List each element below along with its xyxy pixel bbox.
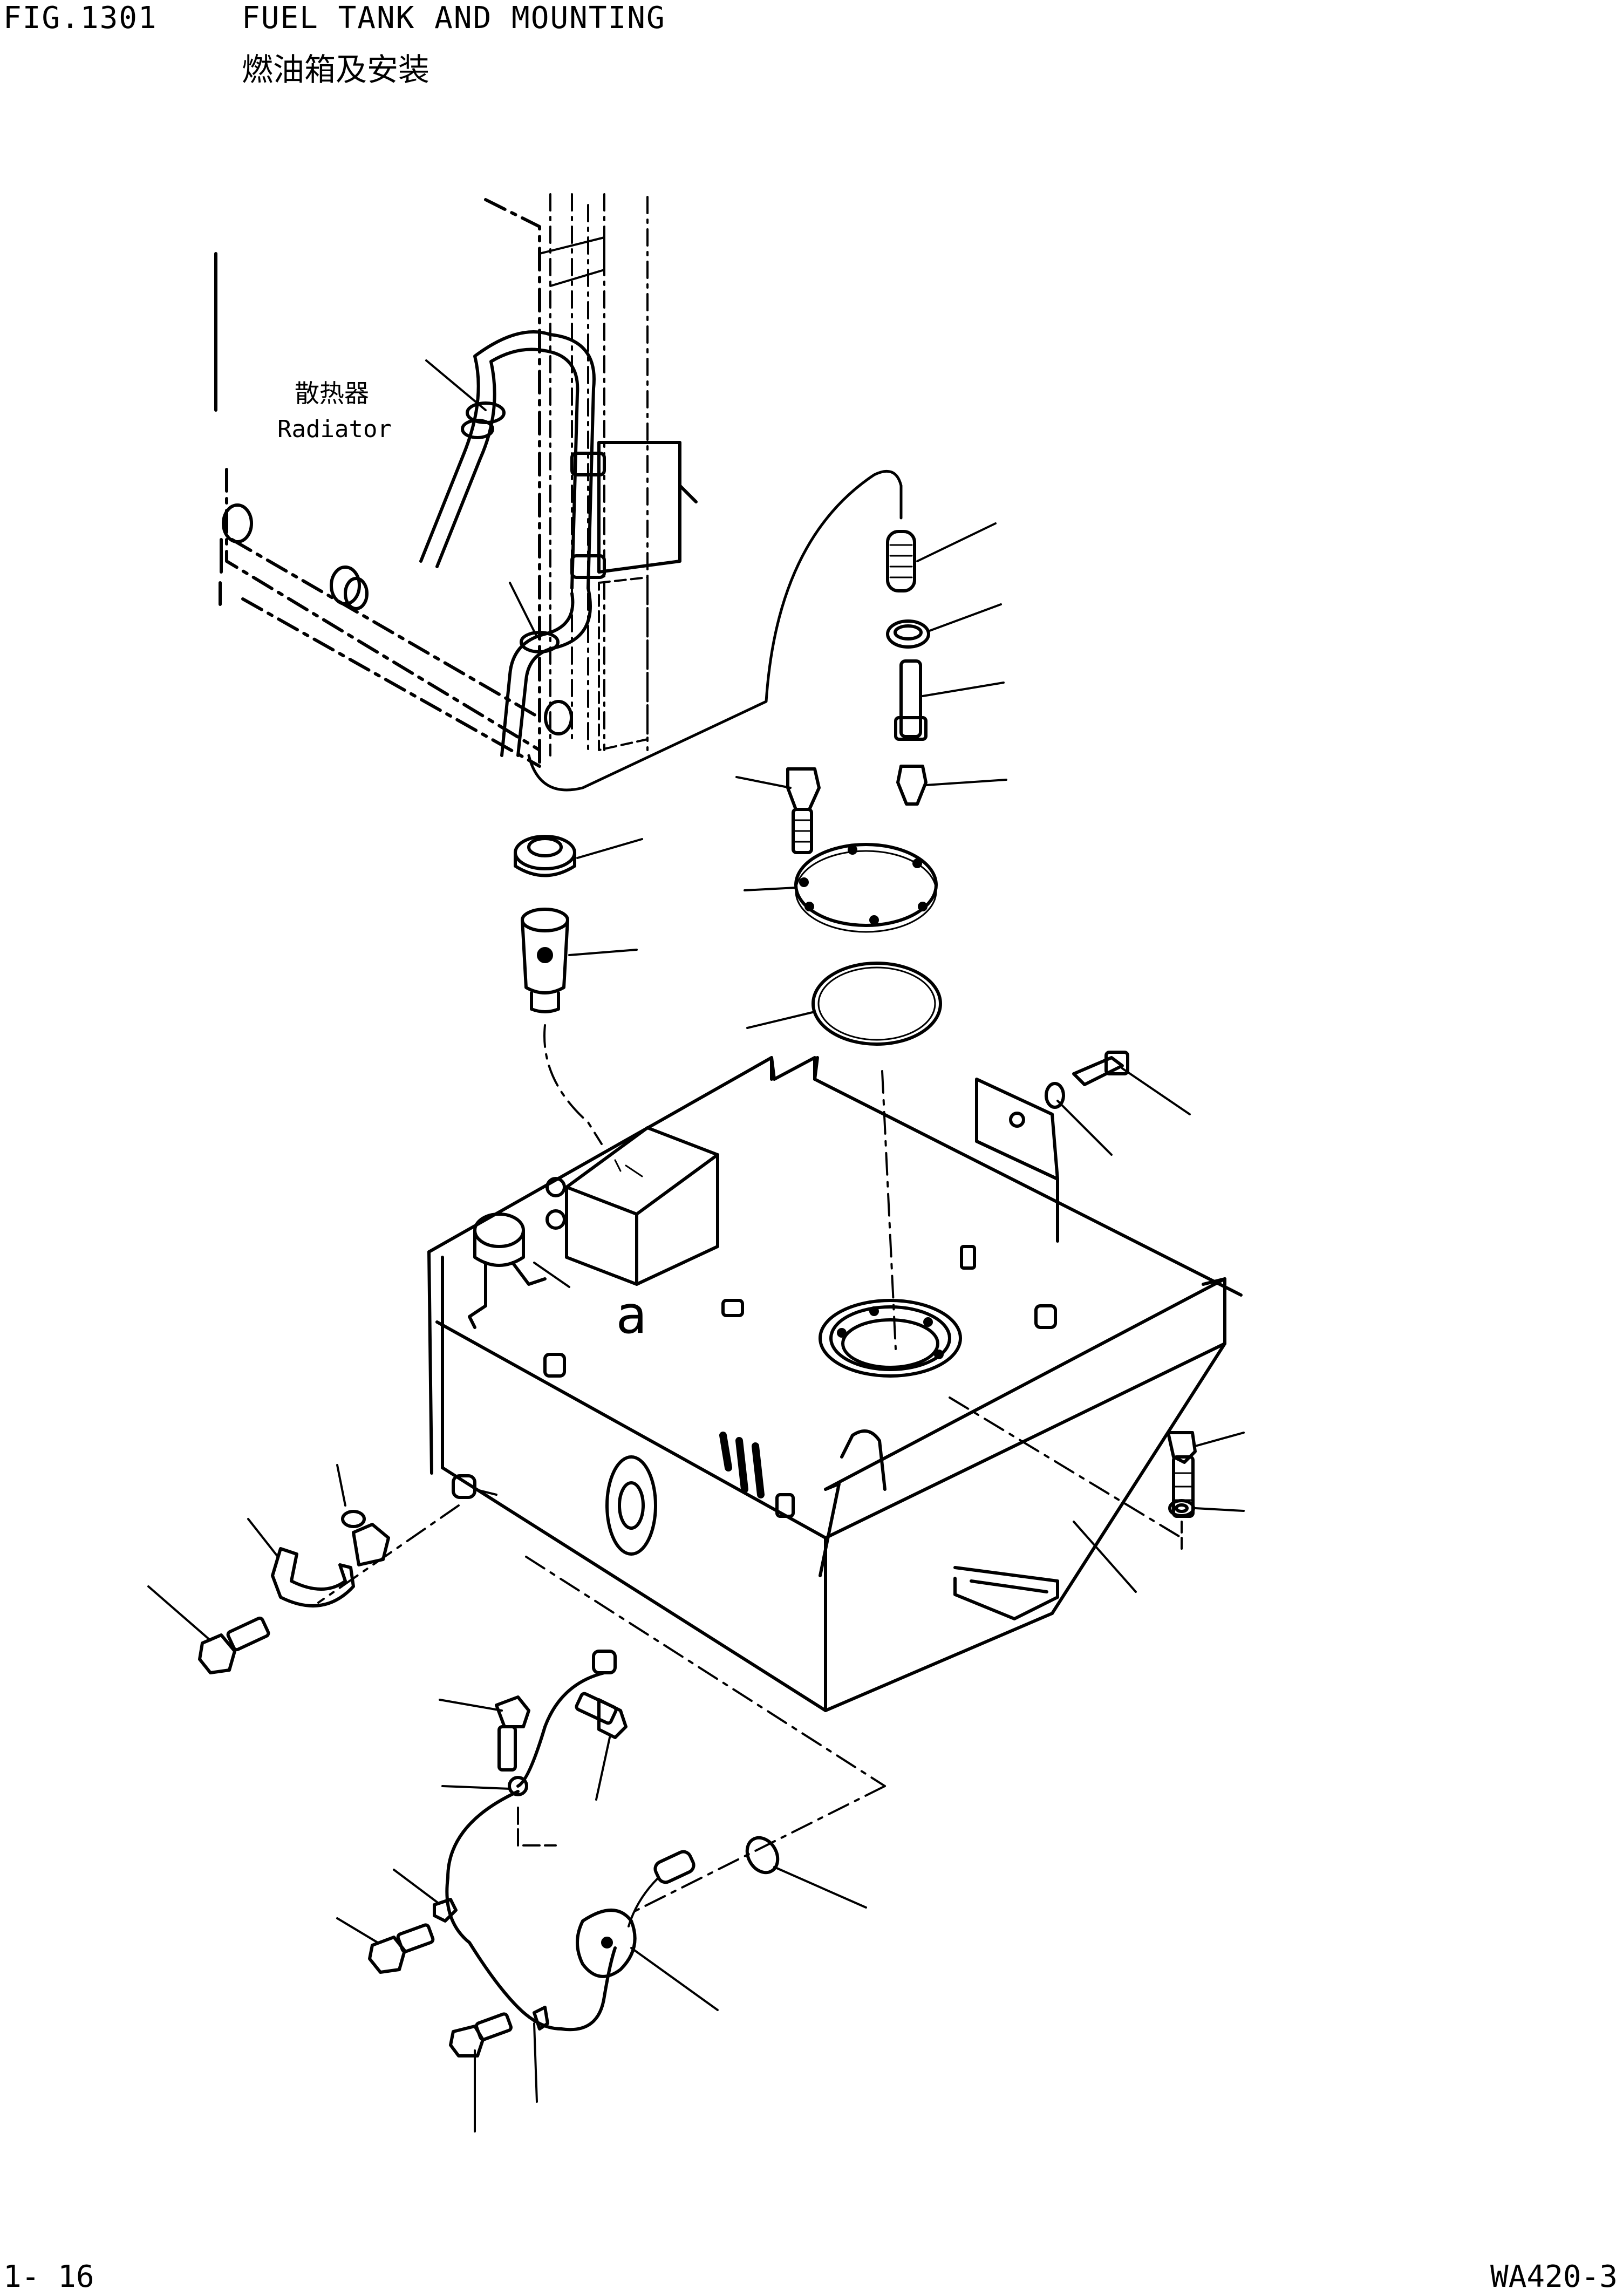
figure-number: FIG.1301: [3, 1, 158, 36]
page-number: 1- 16: [3, 2259, 94, 2294]
filler-hose-parts: [886, 522, 1007, 806]
radiator: [214, 193, 698, 768]
left-mount-parts: [147, 1464, 497, 1674]
radiator-hose-lower: [500, 469, 903, 792]
radiator-label-cn: 散热器: [295, 379, 369, 408]
tank-side-bolts: [1073, 1431, 1245, 1593]
drain-and-harness: [336, 1556, 886, 2133]
filler-cap-and-strainer: [514, 835, 643, 1145]
tank-mount-bracket: [975, 1051, 1191, 1181]
cover-plate-assembly: [735, 767, 942, 1350]
figure-title: FUEL TANK AND MOUNTING: [242, 1, 666, 36]
detail-marker-a: a: [616, 1285, 647, 1345]
model-code: WA420-3: [1490, 2259, 1618, 2294]
radiator-hose-upper: [419, 330, 606, 590]
figure-subtitle: 燃油箱及安装: [242, 51, 430, 88]
radiator-label-en: Radiator: [277, 415, 392, 443]
fuel-tank: [427, 1056, 1243, 1712]
